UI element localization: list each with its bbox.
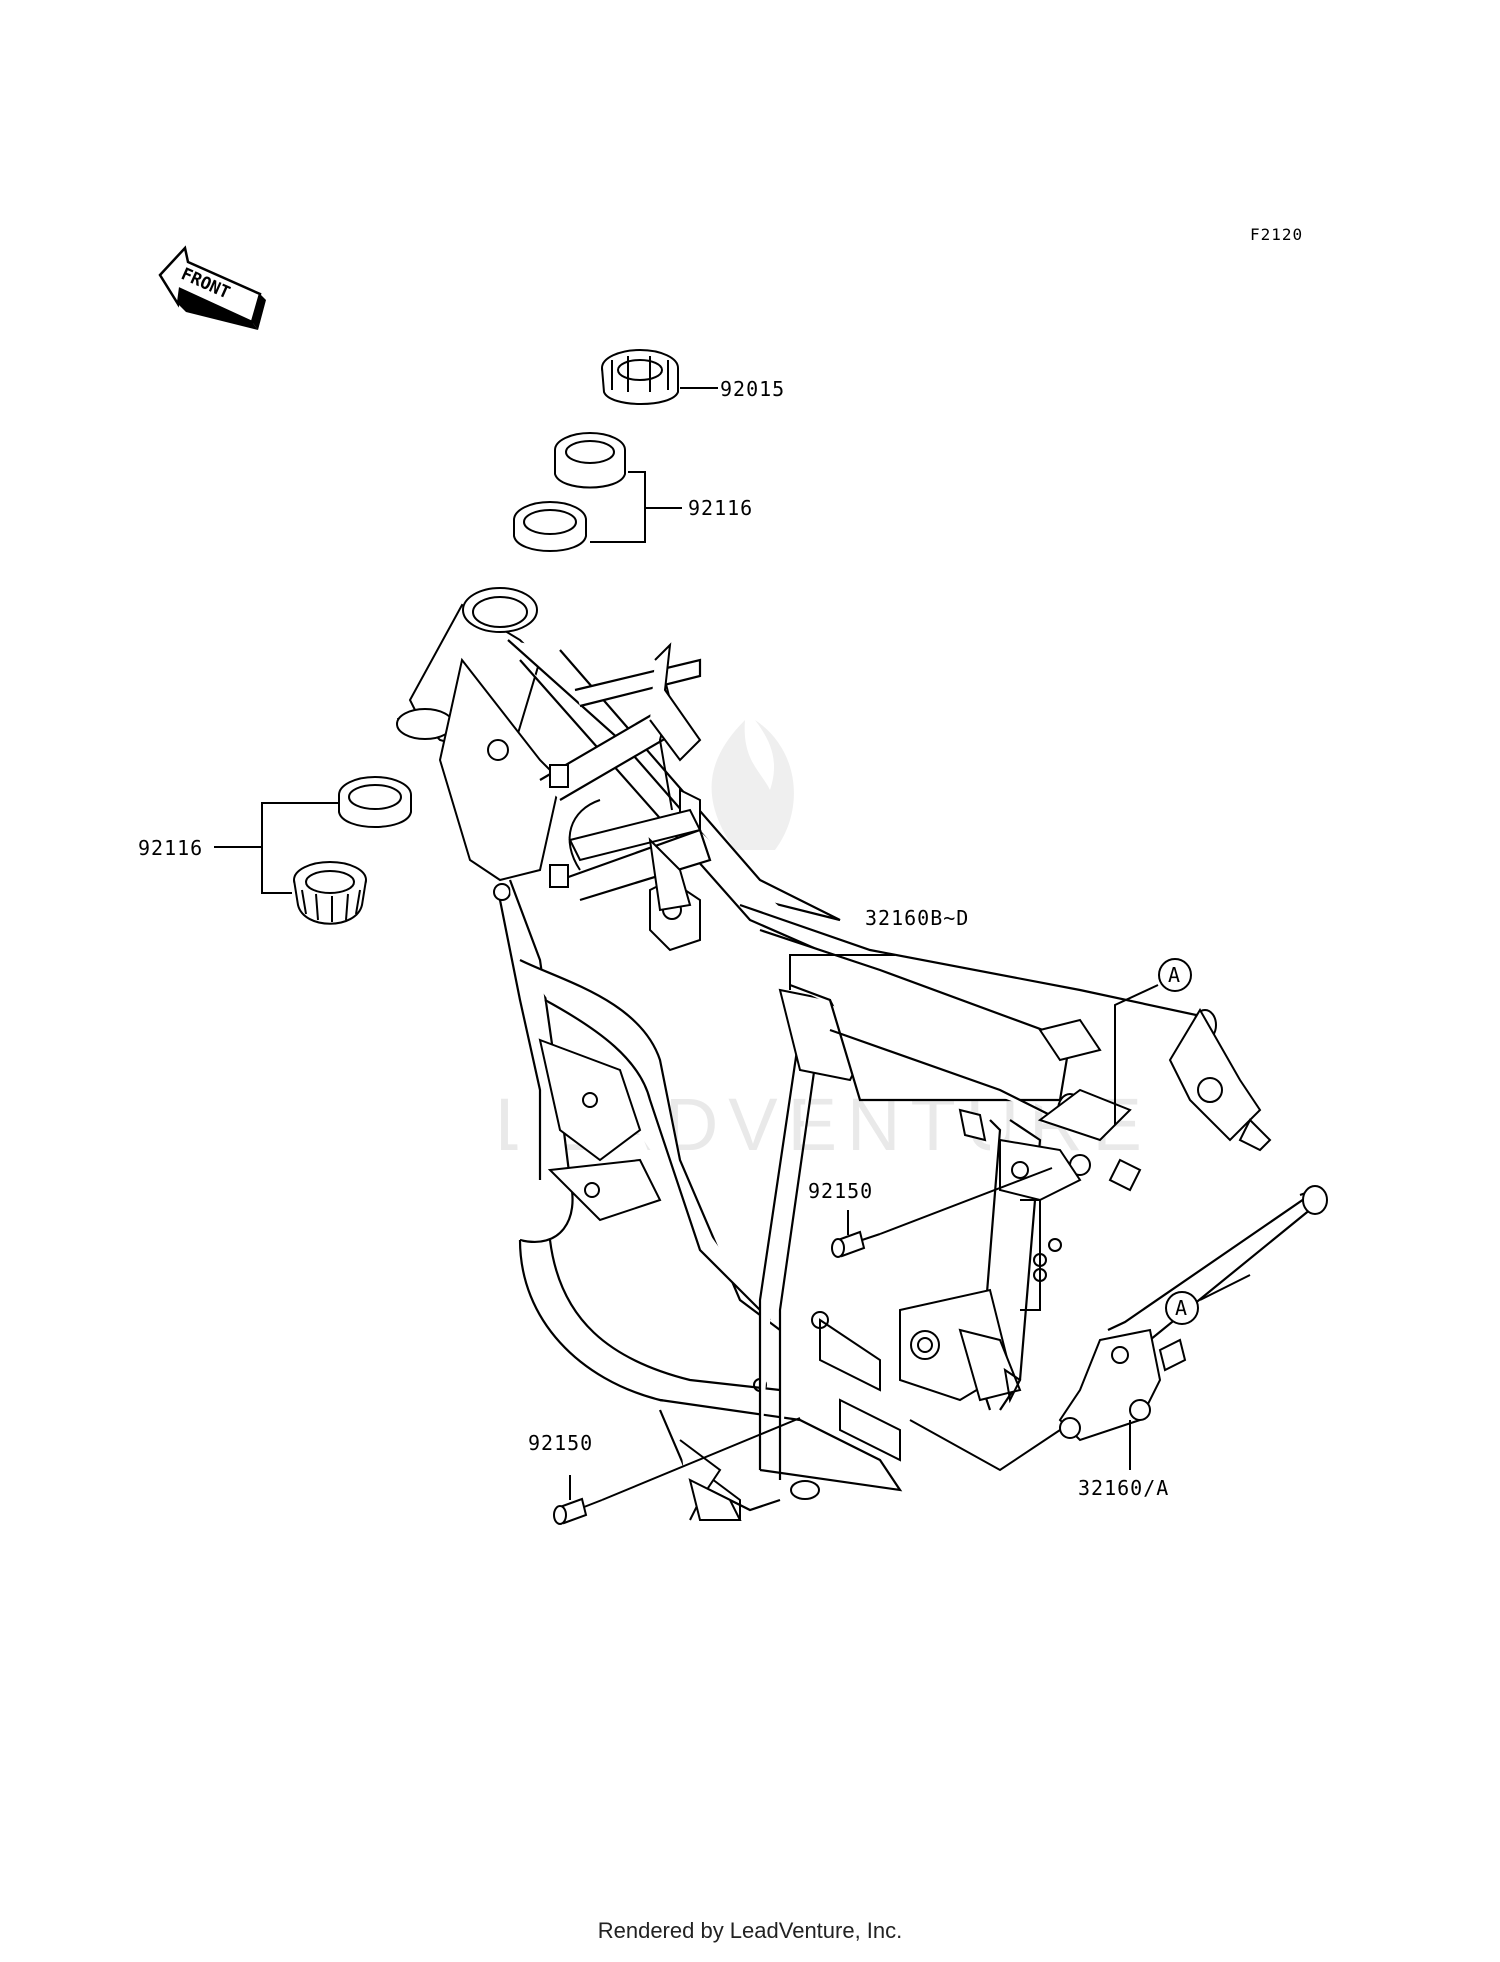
leader-92150-lower-shaft	[601, 1417, 801, 1501]
label-92116-top[interactable]: 92116	[688, 496, 753, 520]
connector-a-lower-label[interactable]: A	[1175, 1296, 1188, 1320]
connector-a-lower-circle	[1165, 1291, 1199, 1325]
bearing-92116-upper[interactable]	[554, 432, 626, 489]
label-92150-upper[interactable]: 92150	[808, 1179, 873, 1203]
frame-cross-tubes[interactable]	[568, 642, 702, 912]
connector-a-upper-circle	[1158, 958, 1192, 992]
diagram-code: F2120	[1250, 225, 1303, 244]
connector-a-upper-label[interactable]: A	[1168, 963, 1181, 987]
subframe-32160b-d[interactable]	[739, 903, 1272, 1311]
label-92116-left[interactable]: 92116	[138, 836, 203, 860]
label-92150-lower[interactable]: 92150	[528, 1431, 593, 1455]
label-32160b-d[interactable]: 32160B~D	[865, 906, 969, 930]
bolt-92150-lower[interactable]	[553, 1497, 603, 1525]
label-32160-a[interactable]: 32160/A	[1078, 1476, 1169, 1500]
leader-connector-a-upper	[1114, 984, 1159, 1125]
bearing-92116-lower-race[interactable]	[338, 776, 412, 828]
leader-92116-top	[590, 471, 682, 543]
leader-connector-a-lower	[1199, 1274, 1251, 1301]
front-arrow-icon: FRONT	[158, 245, 266, 330]
main-frame[interactable]	[396, 587, 1042, 1521]
frame-member-32160-a[interactable]	[1058, 1185, 1328, 1442]
bearing-92116-lower-roller[interactable]	[293, 861, 367, 925]
bearing-92116-race[interactable]	[513, 501, 587, 552]
leader-32160-a-cross	[909, 1419, 1061, 1472]
label-92015[interactable]: 92015	[720, 377, 785, 401]
leader-92150-upper-shaft	[879, 1167, 1053, 1235]
leader-32160b-d	[789, 954, 895, 990]
bolt-92150-upper[interactable]	[831, 1230, 881, 1258]
leader-92116-left	[214, 802, 340, 894]
steering-nut-92015[interactable]	[601, 349, 679, 405]
footer-credit: Rendered by LeadVenture, Inc.	[597, 1918, 903, 1943]
